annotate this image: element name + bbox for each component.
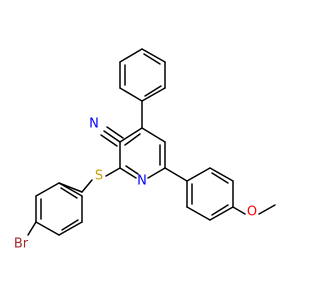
pyridine-ring <box>119 100 166 179</box>
oxygen-label: O <box>247 205 257 220</box>
nitrile-group: N <box>89 117 124 147</box>
methoxyphenyl-ring: O <box>164 167 276 221</box>
nitrile-nitrogen-label: N <box>89 117 99 132</box>
bromophenyl-ring: Br <box>14 182 83 252</box>
bromine-label: Br <box>14 237 29 252</box>
molecule-structure-diagram: N N S Br <box>14 48 276 252</box>
ring-nitrogen-label: N <box>137 174 147 189</box>
phenyl-ring <box>119 48 166 102</box>
sulfur-label: S <box>95 169 103 184</box>
